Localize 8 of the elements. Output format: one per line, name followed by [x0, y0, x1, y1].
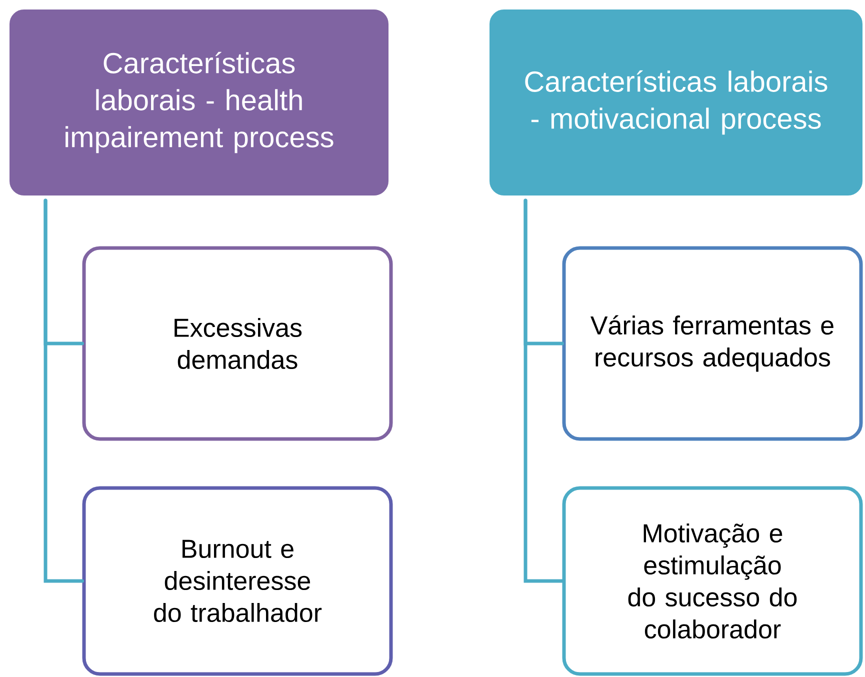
item-box: Excessivas demandas — [82, 246, 393, 441]
item-box: Várias ferramentas e recursos adequados — [562, 246, 863, 441]
item-box: Burnout e desinteresse do trabalhador — [82, 486, 393, 676]
heading-box: Características laborais - health impairement process — [10, 10, 388, 196]
heading-box: Características laborais - motivacional process — [490, 10, 862, 196]
connector-line — [524, 198, 564, 583]
connector-line — [44, 198, 84, 583]
item-box: Motivação e estimulação do sucesso do colaborador — [562, 486, 863, 676]
